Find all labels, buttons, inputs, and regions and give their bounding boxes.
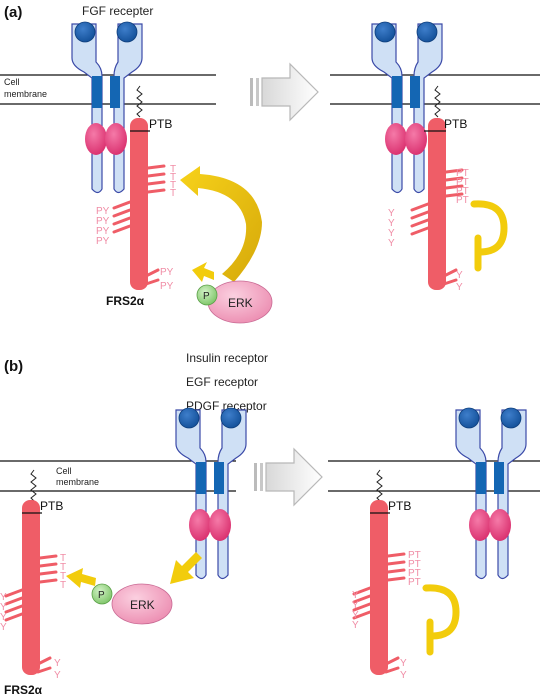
lipid-anchor-a-before bbox=[136, 85, 143, 118]
threonine-ticks-b-before bbox=[38, 554, 58, 584]
inhibition-symbol-a bbox=[474, 204, 504, 268]
py-site-a-before-1: PY bbox=[96, 206, 110, 217]
phospho-label-b: P bbox=[98, 590, 105, 601]
y-bottom-a-after-1: Y bbox=[456, 270, 463, 281]
lipid-anchor-b-after bbox=[376, 469, 383, 502]
t-site-a-before-3: T bbox=[170, 180, 176, 191]
t-site-b-before-4: T bbox=[60, 580, 66, 591]
membrane-label-line1-a: Cell bbox=[4, 77, 20, 87]
phospho-b bbox=[91, 583, 113, 605]
panel-a-label: (a) bbox=[4, 4, 22, 21]
y-site-a-after-3: Y bbox=[388, 228, 395, 239]
erk-b bbox=[111, 583, 173, 625]
panel-b: (b) Insulin receptor EGF receptor PDGF r… bbox=[0, 351, 540, 697]
pt-site-a-after-4: PT bbox=[456, 195, 469, 206]
py-site-a-before-2: PY bbox=[96, 216, 110, 227]
transition-arrow-b bbox=[253, 448, 323, 506]
t-site-a-before-4: T bbox=[170, 188, 176, 199]
frs2-column-a-before bbox=[130, 118, 148, 290]
membrane-label-line2-a: membrane bbox=[4, 89, 47, 99]
transition-arrow-a bbox=[249, 63, 319, 121]
pt-site-b-after-2: PT bbox=[408, 559, 421, 570]
y-site-b-before-2: Y bbox=[0, 602, 7, 613]
phospho-a bbox=[196, 284, 218, 306]
y-site-b-after-1: Y bbox=[352, 590, 359, 601]
lipid-anchor-b-before bbox=[30, 469, 37, 502]
erk-label-a: ERK bbox=[228, 296, 253, 310]
pt-site-b-after-1: PT bbox=[408, 550, 421, 561]
receptor-b-after bbox=[455, 407, 527, 580]
pt-site-a-after-1: PT bbox=[456, 168, 469, 179]
py-site-a-before-4: PY bbox=[96, 236, 110, 247]
y-site-b-after-4: Y bbox=[352, 620, 359, 631]
pt-site-b-after-3: PT bbox=[408, 568, 421, 579]
panel-b-label: (b) bbox=[4, 358, 23, 375]
py-bottom-a-before-1: PY bbox=[160, 267, 174, 278]
y-site-a-after-2: Y bbox=[388, 218, 395, 229]
t-site-b-before-1: T bbox=[60, 553, 66, 564]
t-site-b-before-3: T bbox=[60, 571, 66, 582]
membrane-label-line1-b: Cell bbox=[56, 466, 72, 476]
frs2-column-b-after bbox=[370, 500, 388, 675]
y-site-a-after-1: Y bbox=[388, 208, 395, 219]
arrow-receptor-to-erk-b bbox=[170, 552, 202, 584]
y-site-b-after-2: Y bbox=[352, 600, 359, 611]
t-site-a-before-1: T bbox=[170, 164, 176, 175]
tyrosine-ticks-b-before bbox=[4, 588, 24, 622]
py-site-a-before-3: PY bbox=[96, 226, 110, 237]
y-site-b-before-3: Y bbox=[0, 612, 7, 623]
y-bottom-b-before-2: Y bbox=[54, 670, 61, 681]
y-bottom-b-after-1: Y bbox=[400, 658, 407, 669]
pt-site-a-after-3: PT bbox=[456, 186, 469, 197]
small-arrow-a bbox=[192, 262, 214, 282]
y-site-a-after-4: Y bbox=[388, 238, 395, 249]
pt-site-b-after-4: PT bbox=[408, 577, 421, 588]
ptb-label-a-before: PTB bbox=[149, 117, 172, 131]
lipid-anchor-a-after bbox=[434, 85, 441, 118]
y-bottom-b-before-1: Y bbox=[54, 658, 61, 669]
panel-a: (a) FGF recepter Cell membrane PTB T T T… bbox=[0, 4, 540, 324]
y-bottom-a-after-2: Y bbox=[456, 282, 463, 293]
feedback-arrow-a bbox=[180, 166, 262, 282]
ptb-label-b-after: PTB bbox=[388, 499, 411, 513]
inhibition-symbol-b bbox=[426, 588, 456, 652]
tyrosine-ticks-a-before bbox=[112, 200, 132, 234]
py-bottom-a-before-2: PY bbox=[160, 281, 174, 292]
t-site-a-before-2: T bbox=[170, 172, 176, 183]
frs2-label-a: FRS2α bbox=[106, 294, 145, 308]
arrow-erk-to-t-sites-b bbox=[66, 568, 96, 588]
y-site-b-before-1: Y bbox=[0, 592, 7, 603]
frs2-column-a-after bbox=[428, 118, 446, 290]
y-site-b-before-4: Y bbox=[0, 622, 7, 633]
y-site-b-after-3: Y bbox=[352, 610, 359, 621]
y-bottom-b-after-2: Y bbox=[400, 670, 407, 681]
ptb-label-a-after: PTB bbox=[444, 117, 467, 131]
membrane-label-line2-b: membrane bbox=[56, 477, 99, 487]
threonine-ticks-a-before bbox=[146, 164, 166, 194]
receptor-list-1: Insulin receptor bbox=[186, 351, 268, 365]
tyrosine-ticks-a-after bbox=[410, 202, 430, 236]
receptor-b-before bbox=[175, 407, 247, 580]
threonine-ticks-b-after bbox=[386, 552, 406, 582]
phospho-label-a: P bbox=[203, 291, 210, 302]
receptor-list-2: EGF receptor bbox=[186, 375, 258, 389]
erk-label-b: ERK bbox=[130, 598, 155, 612]
t-site-b-before-2: T bbox=[60, 562, 66, 573]
fgf-receptor-title: FGF recepter bbox=[82, 4, 153, 18]
ptb-label-b-before: PTB bbox=[40, 499, 63, 513]
frs2-column-b-before bbox=[22, 500, 40, 675]
frs2-label-b: FRS2α bbox=[4, 683, 43, 697]
pt-site-a-after-2: PT bbox=[456, 177, 469, 188]
